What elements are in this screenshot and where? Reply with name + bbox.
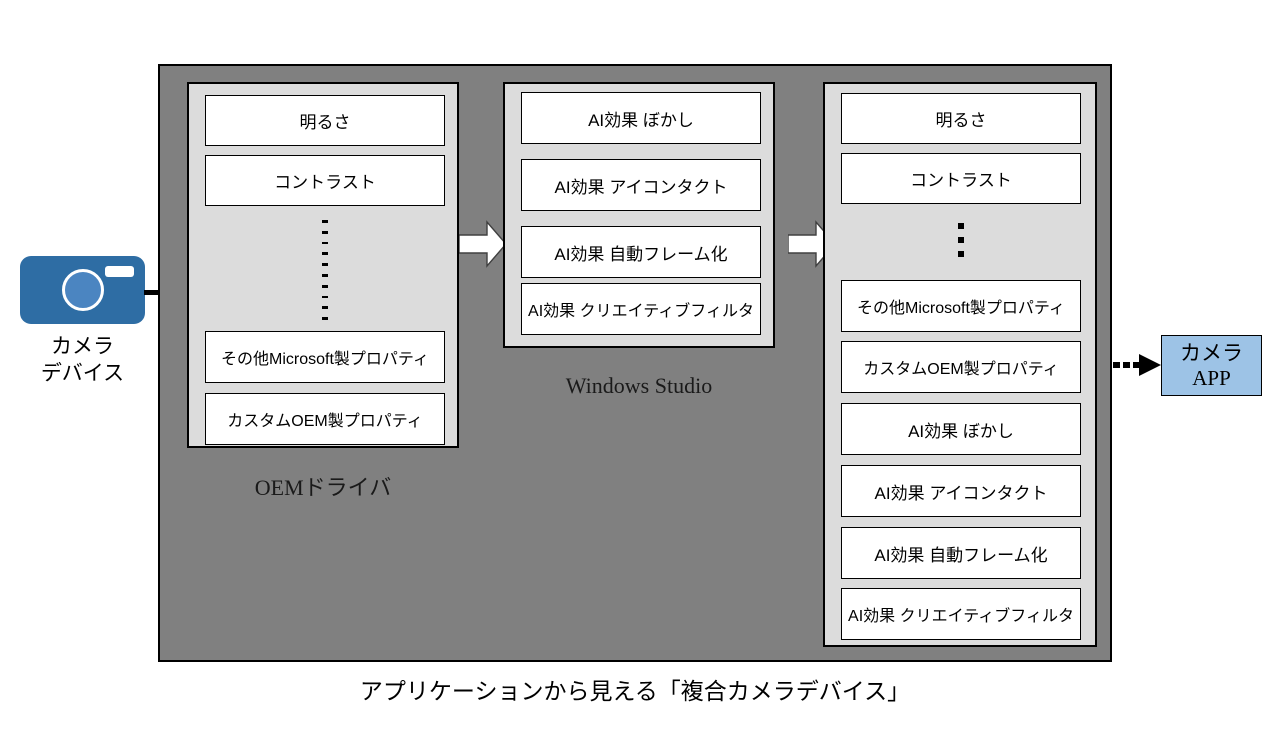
composite-device-caption: アプリケーションから見える「複合カメラデバイス」 xyxy=(359,678,911,704)
property-box: AI効果 ぼかし xyxy=(521,92,761,144)
camera-flash-icon xyxy=(105,266,134,277)
panel-windows-studio-label: Windows Studio xyxy=(565,373,713,398)
panel-oem-driver-label: OEMドライバ xyxy=(254,475,392,500)
property-box: その他Microsoft製プロパティ xyxy=(841,280,1081,332)
property-box: AI効果 ぼかし xyxy=(841,403,1081,455)
property-box: カスタムOEM製プロパティ xyxy=(205,393,445,445)
camera-device-icon xyxy=(20,256,145,324)
camera-device-label-line2: デバイス xyxy=(40,362,125,385)
arrow-dot xyxy=(1113,362,1120,368)
property-box: カスタムOEM製プロパティ xyxy=(841,341,1081,393)
panel-composite-properties: 明るさ コントラスト その他Microsoft製プロパティ カスタムOEM製プロ… xyxy=(823,82,1097,647)
property-box: AI効果 アイコンタクト xyxy=(841,465,1081,517)
property-box: AI効果 アイコンタクト xyxy=(521,159,761,211)
camera-lens-icon xyxy=(61,269,104,311)
property-box: その他Microsoft製プロパティ xyxy=(205,331,445,383)
arrow-head xyxy=(1139,354,1161,376)
camera-app-box: カメラ APP xyxy=(1161,335,1262,396)
property-box: 明るさ xyxy=(841,93,1081,144)
camera-device-label-line1: カメラ xyxy=(51,335,114,358)
ellipsis-dots xyxy=(841,210,1081,270)
arrow-dot xyxy=(1133,362,1140,368)
arrow-oem-to-studio-icon xyxy=(459,220,507,268)
camera-device-label: カメラ デバイス xyxy=(5,333,160,387)
property-box: AI効果 自動フレーム化 xyxy=(841,527,1081,579)
property-box: 明るさ xyxy=(205,95,445,146)
ellipsis-dots xyxy=(205,216,445,324)
property-box: AI効果 クリエイティブフィルタ xyxy=(521,283,761,335)
property-box: AI効果 クリエイティブフィルタ xyxy=(841,588,1081,640)
panel-oem-driver: 明るさ コントラスト その他Microsoft製プロパティ カスタムOEM製プロ… xyxy=(187,82,459,448)
property-box: コントラスト xyxy=(841,153,1081,204)
arrow-dot xyxy=(1123,362,1130,368)
property-box: AI効果 自動フレーム化 xyxy=(521,226,761,278)
property-box: コントラスト xyxy=(205,155,445,206)
camera-app-label-line1: カメラ xyxy=(1180,341,1243,365)
panel-windows-studio: AI効果 ぼかし AI効果 アイコンタクト AI効果 自動フレーム化 AI効果 … xyxy=(503,82,775,348)
composite-to-app-arrow-icon xyxy=(1113,354,1165,376)
camera-app-label-line2: APP xyxy=(1192,365,1231,390)
